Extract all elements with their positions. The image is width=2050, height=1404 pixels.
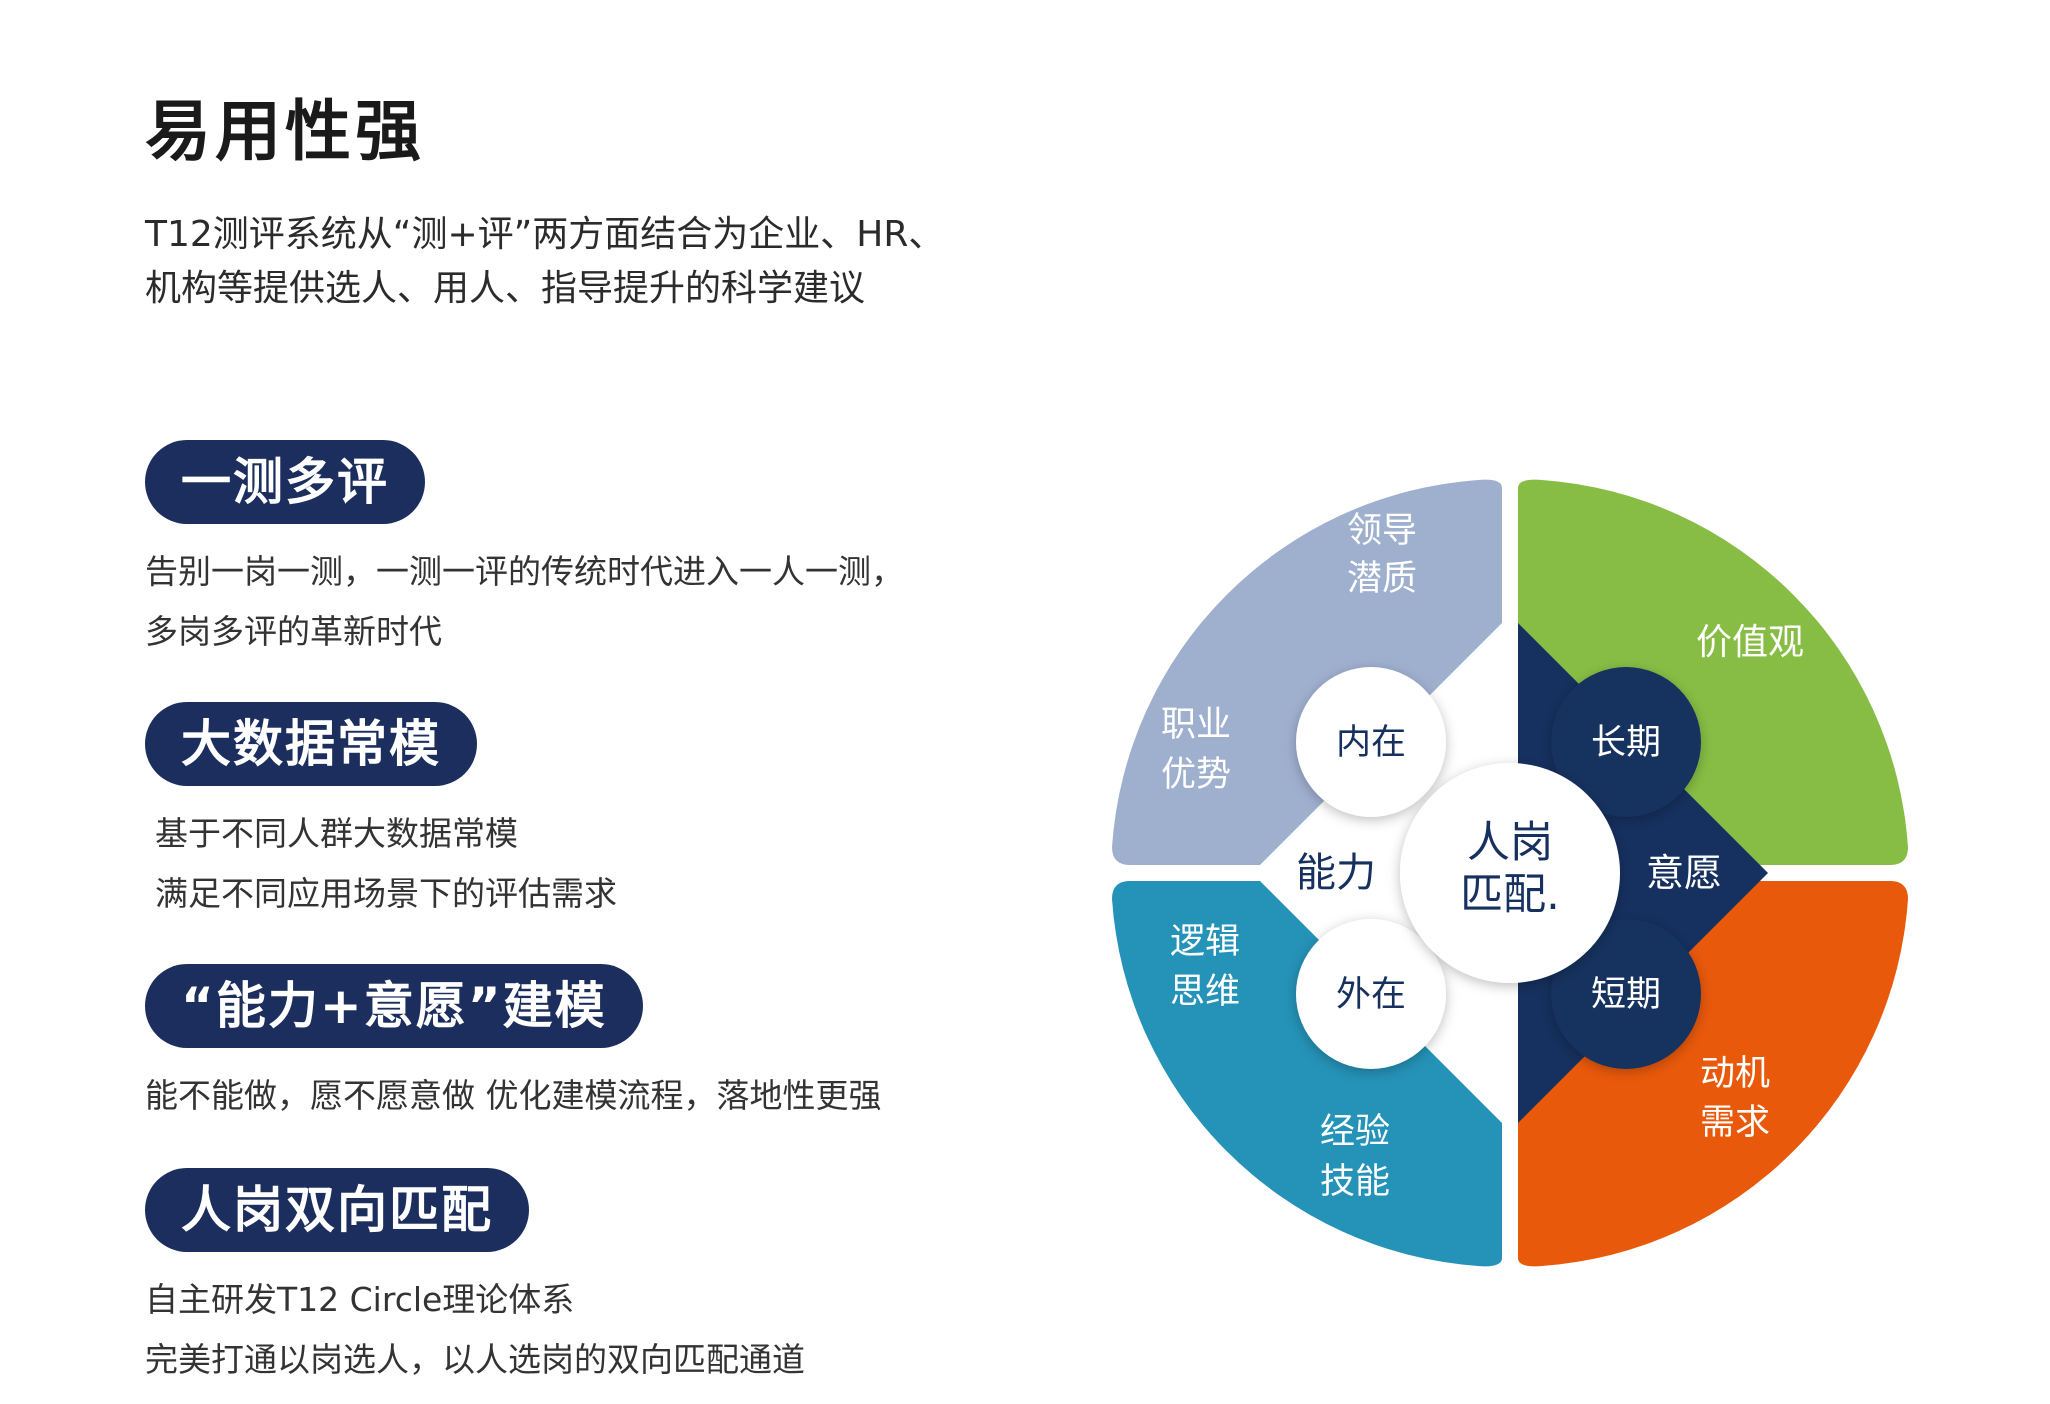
feature-desc-line: 能不能做，愿不愿意做 优化建模流程，落地性更强 [145,1076,882,1115]
feature-one-test-multi-eval: 一测多评 告别一岗一测，一测一评的传统时代进入一人一测， 多岗多评的革新时代 [145,440,904,662]
feature-badge: “能力+意愿”建模 [145,964,643,1048]
label-career-strength: 职业 [1161,705,1231,745]
circle-short-term [1551,919,1701,1069]
label-values: 价值观 [1696,622,1804,663]
feature-desc-line: 基于不同人群大数据常模 [155,814,518,853]
label-long-term: 长期 [1591,723,1661,763]
label-experience: 技能 [1320,1162,1390,1202]
label-experience: 经验 [1320,1112,1390,1152]
label-leadership: 潜质 [1347,559,1417,599]
center-circle [1400,763,1620,983]
circle-extrinsic [1296,919,1446,1069]
feature-desc-line: 自主研发T12 Circle理论体系 [145,1280,575,1319]
feature-two-way-matching: 人岗双向匹配 自主研发T12 Circle理论体系 完美打通以岗选人，以人选岗的… [145,1168,805,1390]
label-ability: 能力 [1296,850,1376,896]
feature-badge: 大数据常模 [145,702,477,786]
label-logic: 逻辑 [1170,922,1240,962]
label-career-strength: 优势 [1161,755,1231,795]
center-label: 人岗 [1467,818,1553,868]
feature-desc-line: 完美打通以岗选人，以人选岗的双向匹配通道 [145,1340,805,1379]
feature-badge: 人岗双向匹配 [145,1168,529,1252]
intro-text: T12测评系统从“测+评”两方面结合为企业、HR、 机构等提供选人、用人、指导提… [145,208,985,316]
feature-ability-willingness-model: “能力+意愿”建模 能不能做，愿不愿意做 优化建模流程，落地性更强 [145,964,882,1126]
feature-big-data-norms: 大数据常模 基于不同人群大数据常模 满足不同应用场景下的评估需求 [145,702,617,924]
label-short-term: 短期 [1591,975,1661,1015]
label-willingness: 意愿 [1646,851,1722,895]
label-motivation: 动机 [1700,1054,1770,1094]
label-motivation: 需求 [1700,1103,1770,1143]
intro-line-1: T12测评系统从“测+评”两方面结合为企业、HR、 [145,214,945,255]
page-title: 易用性强 [145,93,425,170]
feature-badge: 一测多评 [145,440,425,524]
matching-circle-diagram: 领导 潜质 职业 优势 价值观 逻辑 思维 经验 技能 动机 需求 能力 意愿 … [1080,450,1940,1304]
feature-desc-line: 告别一岗一测，一测一评的传统时代进入一人一测， [145,552,904,591]
label-leadership: 领导 [1347,511,1417,551]
label-logic: 思维 [1170,972,1240,1012]
circle-intrinsic [1296,667,1446,817]
circle-long-term [1551,667,1701,817]
label-intrinsic: 内在 [1336,723,1406,763]
intro-line-2: 机构等提供选人、用人、指导提升的科学建议 [145,268,866,309]
center-label: 匹配. [1460,870,1560,920]
label-extrinsic: 外在 [1336,975,1406,1015]
feature-desc-line: 多岗多评的革新时代 [145,612,442,651]
matching-circle-svg: 领导 潜质 职业 优势 价值观 逻辑 思维 经验 技能 动机 需求 能力 意愿 … [1112,479,1908,1267]
feature-desc-line: 满足不同应用场景下的评估需求 [155,874,617,913]
